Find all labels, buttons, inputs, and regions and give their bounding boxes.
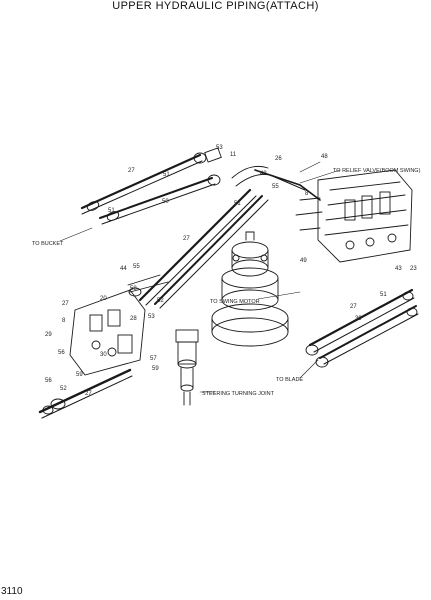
annotation-to-bucket: TO BUCKET	[32, 241, 64, 247]
right-hose-bundle	[305, 288, 419, 368]
callout-numbers: 53 11 27 48 26 27 50 51 27 44 55 52 43 5…	[45, 145, 417, 397]
callout-number: 48	[260, 171, 267, 177]
leader-lines	[59, 161, 341, 393]
callout-number: 8	[62, 318, 66, 324]
callout-number: 55	[133, 264, 140, 270]
callout-number: 27	[62, 301, 69, 307]
callout-number: 27	[85, 391, 92, 397]
callout-number: 58	[130, 286, 137, 292]
callout-number: 51	[108, 208, 115, 214]
callout-number: 20	[100, 296, 107, 302]
page-title: UPPER HYDRAULIC PIPING(ATTACH)	[112, 0, 319, 12]
diagram-annotations: TO RELIEF VALVE(BOOM SWING) TO BUCKET TO…	[32, 168, 421, 397]
callout-number: 50	[162, 199, 169, 205]
callout-number: 8	[305, 191, 309, 197]
callout-number: 51	[163, 172, 170, 178]
callout-number: 29	[45, 332, 52, 338]
callout-number: 23	[410, 266, 417, 272]
lower-left-hose	[38, 368, 133, 419]
callout-number: 56	[58, 350, 65, 356]
annotation-to-blade: TO BLADE	[276, 377, 303, 383]
callout-number: 59	[76, 372, 83, 378]
callout-number: 27	[183, 236, 190, 242]
callout-number: 57	[150, 356, 157, 362]
callout-number: 59	[152, 366, 159, 372]
annotation-relief-valve: TO RELIEF VALVE(BOOM SWING)	[333, 168, 421, 174]
turning-joint	[175, 329, 199, 406]
left-fitting-cluster	[69, 274, 169, 376]
swing-motor	[211, 231, 289, 347]
callout-number: 43	[395, 266, 402, 272]
upper-left-hose-fittings	[86, 147, 222, 221]
callout-number: 53	[148, 314, 155, 320]
callout-number: 51	[380, 292, 387, 298]
callout-number: 28	[130, 316, 137, 322]
callout-number: 39	[355, 316, 362, 322]
page-number: 3110	[1, 586, 23, 597]
callout-number: 51	[234, 201, 241, 207]
callout-number: 52	[60, 386, 67, 392]
control-valve-block	[254, 169, 413, 263]
callout-number: 52	[157, 298, 164, 304]
callout-number: 26	[275, 156, 282, 162]
callout-number: 48	[321, 154, 328, 160]
upper-left-hose-1	[80, 153, 216, 225]
callout-number: 55	[272, 184, 279, 190]
callout-number: 27	[128, 168, 135, 174]
callout-number: 27	[350, 304, 357, 310]
callout-number: 11	[230, 152, 237, 158]
callout-number: 56	[45, 378, 52, 384]
callout-number: 53	[216, 145, 223, 151]
callout-number: 30	[100, 352, 107, 358]
callout-number: 49	[300, 258, 307, 264]
annotation-turning-joint: STEERING TURNING JOINT	[202, 391, 275, 397]
callout-number: 44	[120, 266, 127, 272]
annotation-to-swing-motor: TO SWING MOTOR	[210, 299, 260, 305]
